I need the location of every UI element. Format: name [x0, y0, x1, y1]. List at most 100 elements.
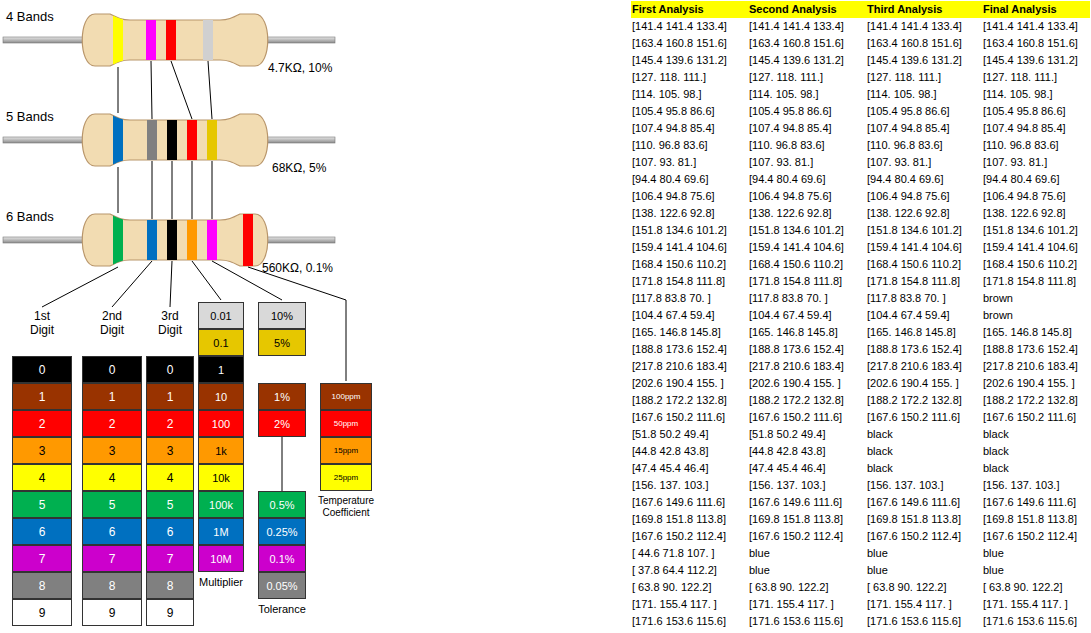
digit-cell: 4	[12, 464, 72, 491]
table-cell: [171. 155.4 117. ]	[748, 596, 866, 613]
table-header: First Analysis	[631, 1, 748, 18]
digit-cell: 7	[12, 545, 72, 572]
table-cell: [105.4 95.8 86.6]	[748, 103, 866, 120]
table-cell: [106.4 94.8 75.6]	[631, 188, 748, 205]
table-cell: [ 37.8 64.4 112.2]	[631, 562, 748, 579]
table-cell: [151.8 134.6 101.2]	[631, 222, 748, 239]
table-cell: black	[866, 460, 982, 477]
multiplier-cell: 1k	[198, 437, 244, 464]
temp-coefficient-cell: 15ppm	[320, 437, 372, 464]
table-cell: [110. 96.8 83.6]	[631, 137, 748, 154]
cell-text: 3	[109, 444, 116, 458]
digit-cell: 1	[82, 383, 142, 410]
table-cell: [151.8 134.6 101.2]	[982, 222, 1090, 239]
table-cell: black	[982, 460, 1090, 477]
table-cell: [47.4 45.4 46.4]	[631, 460, 748, 477]
table-cell: [159.4 141.4 104.6]	[866, 239, 982, 256]
cell-text: 0.05%	[266, 580, 297, 592]
table-cell: [145.4 139.6 131.2]	[982, 52, 1090, 69]
table-cell: black	[866, 443, 982, 460]
table-cell: [107. 93. 81.]	[982, 154, 1090, 171]
table-cell: [138. 122.6 92.8]	[631, 205, 748, 222]
table-cell: [107.4 94.8 85.4]	[982, 120, 1090, 137]
table-cell: black	[982, 426, 1090, 443]
table-cell: [51.8 50.2 49.4]	[748, 426, 866, 443]
table-cell: [217.8 210.6 183.4]	[748, 358, 866, 375]
multiplier-cell: 10M	[198, 545, 244, 572]
tolerance-cell: 0.05%	[258, 572, 306, 599]
table-cell: [106.4 94.8 75.6]	[982, 188, 1090, 205]
value-label: 68KΩ, 5%	[272, 162, 326, 176]
table-cell: [145.4 139.6 131.2]	[866, 52, 982, 69]
cell-text: 4	[167, 471, 174, 485]
table-cell: [107.4 94.8 85.4]	[866, 120, 982, 137]
table-cell: [145.4 139.6 131.2]	[748, 52, 866, 69]
table-cell: [169.8 151.8 113.8]	[866, 511, 982, 528]
table-cell: [104.4 67.4 59.4]	[748, 307, 866, 324]
table-cell: black	[982, 443, 1090, 460]
table-cell: [167.6 150.2 112.4]	[748, 528, 866, 545]
cell-text: 0.1%	[269, 553, 294, 565]
table-cell: [188.2 172.2 132.8]	[982, 392, 1090, 409]
digit-cell: 6	[82, 518, 142, 545]
digit-cell: 5	[82, 491, 142, 518]
table-cell: [110. 96.8 83.6]	[982, 137, 1090, 154]
table-cell: [114. 105. 98.]	[631, 86, 748, 103]
cell-text: 10k	[212, 472, 230, 484]
table-cell: [188.2 172.2 132.8]	[866, 392, 982, 409]
tolerance-cell: 0.1%	[258, 545, 306, 572]
table-cell: [106.4 94.8 75.6]	[866, 188, 982, 205]
table-cell: [44.8 42.8 43.8]	[631, 443, 748, 460]
multiplier-cell: 1M	[198, 518, 244, 545]
table-cell: [167.6 150.2 111.6]	[748, 409, 866, 426]
table-cell: [94.4 80.4 69.6]	[748, 171, 866, 188]
table-cell: [169.8 151.8 113.8]	[631, 511, 748, 528]
table-cell: [94.4 80.4 69.6]	[631, 171, 748, 188]
table-cell: blue	[748, 545, 866, 562]
tolerance-cell: 2%	[258, 410, 306, 437]
table-cell: [151.8 134.6 101.2]	[748, 222, 866, 239]
table-cell: [168.4 150.6 110.2]	[866, 256, 982, 273]
leader-lines	[42, 61, 346, 491]
band-count-label: 5 Bands	[6, 110, 54, 125]
digit-cell: 1	[12, 383, 72, 410]
digit-cell: 7	[82, 545, 142, 572]
multiplier-cell: 1	[198, 356, 244, 383]
resistor-symbol	[3, 100, 335, 180]
cell-text: 1	[39, 390, 46, 404]
table-cell: [127. 118. 111.]	[982, 69, 1090, 86]
value-label: 560KΩ, 0.1%	[262, 262, 333, 276]
temp-coefficient-cell: 100ppm	[320, 383, 372, 410]
table-cell: [188.8 173.6 152.4]	[748, 341, 866, 358]
table-cell: [145.4 139.6 131.2]	[631, 52, 748, 69]
table-header: Second Analysis	[748, 1, 866, 18]
digit-cell: 7	[146, 545, 194, 572]
table-cell: [167.6 149.6 111.6]	[982, 494, 1090, 511]
digit-cell: 0	[146, 356, 194, 383]
table-cell: [ 44.6 71.8 107. ]	[631, 545, 748, 562]
table-cell: [188.8 173.6 152.4]	[982, 341, 1090, 358]
cell-text: 2	[167, 417, 174, 431]
tolerance-cell: 10%	[258, 302, 306, 329]
cell-text: 0	[167, 363, 174, 377]
table-cell: [202.6 190.4 155. ]	[631, 375, 748, 392]
digit-cell: 2	[146, 410, 194, 437]
table-cell: [168.4 150.6 110.2]	[748, 256, 866, 273]
table-cell: [138. 122.6 92.8]	[866, 205, 982, 222]
digit-cell: 0	[82, 356, 142, 383]
digit-cell: 3	[82, 437, 142, 464]
table-cell: [107. 93. 81.]	[631, 154, 748, 171]
table-cell: [141.4 141.4 133.4]	[748, 18, 866, 35]
table-cell: [165. 146.8 145.8]	[748, 324, 866, 341]
cell-text: 0.1	[213, 337, 228, 349]
table-cell: [171.8 154.8 111.8]	[631, 273, 748, 290]
table-cell: [105.4 95.8 86.6]	[982, 103, 1090, 120]
table-header: Third Analysis	[866, 1, 982, 18]
cell-text: 8	[167, 579, 174, 593]
table-cell: [171.6 153.6 115.6]	[748, 613, 866, 630]
table-cell: [171.8 154.8 111.8]	[866, 273, 982, 290]
table-cell: [106.4 94.8 75.6]	[748, 188, 866, 205]
cell-text: 1	[109, 390, 116, 404]
table-cell: [163.4 160.8 151.6]	[982, 35, 1090, 52]
table-cell: [107.4 94.8 85.4]	[748, 120, 866, 137]
